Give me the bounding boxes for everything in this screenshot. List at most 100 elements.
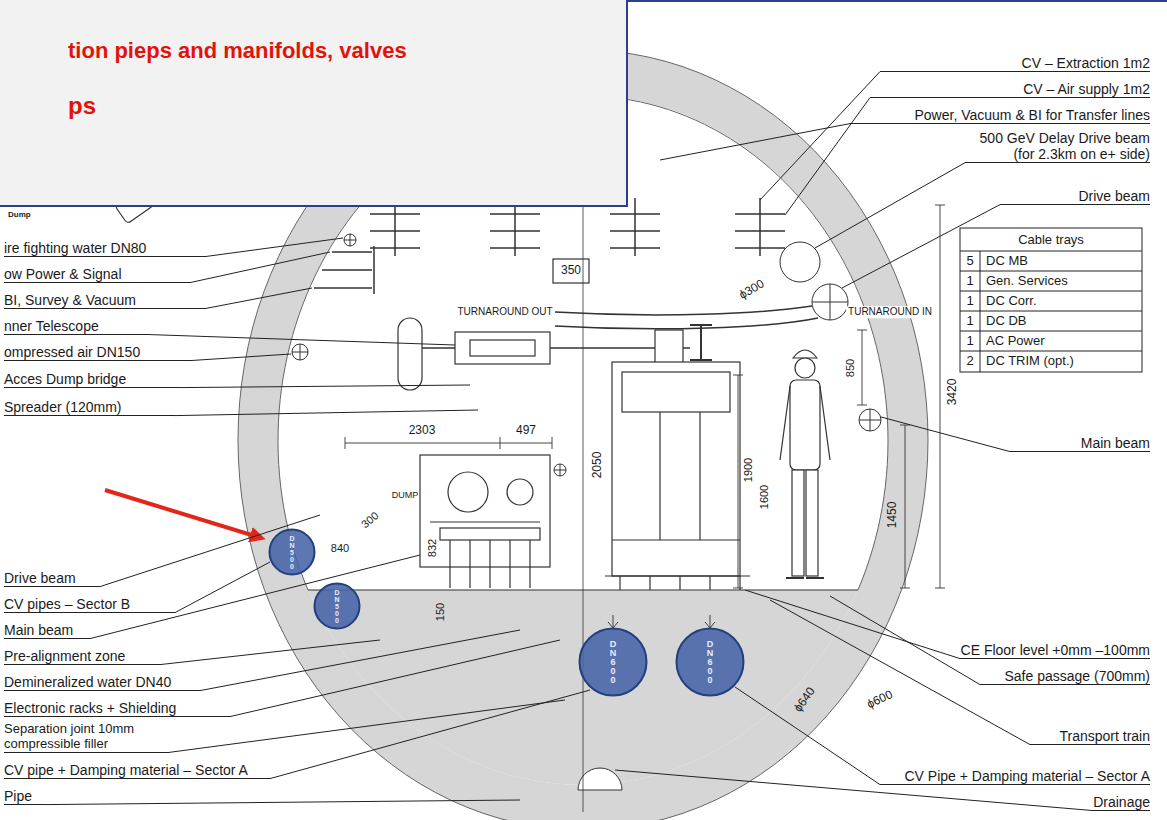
note-panel: tion pieps and manifolds, valves ps: [0, 0, 628, 207]
dimension-label: TURNAROUND IN: [846, 306, 934, 318]
table-cell: 1: [966, 334, 973, 349]
dimension-label: 2050: [591, 452, 605, 479]
callout-label: ire fighting water DN80: [4, 240, 205, 257]
dimension-label: ϕ600: [865, 688, 895, 712]
leader-line: [90, 555, 420, 639]
callout-label: Main beam: [4, 622, 90, 639]
pipe-size-text: DN 500: [289, 535, 295, 570]
leader-line: [830, 596, 980, 685]
machine-outline: [690, 325, 712, 360]
leader-line: [160, 640, 380, 665]
leader-line: [190, 354, 291, 361]
cable-tray-table: [960, 228, 1142, 372]
pipe-symbol: [344, 234, 356, 246]
table-header: Cable trays: [1018, 233, 1084, 248]
panel-text: tion pieps and manifolds, valves: [68, 38, 407, 64]
pipe-symbol: [812, 284, 848, 320]
dimension-line: [900, 425, 910, 588]
leader-line: [205, 288, 312, 309]
cable-tray-table: [960, 251, 1142, 372]
table-cell: DC TRIM (opt.): [986, 354, 1074, 369]
dimension-label: DUMP: [392, 490, 419, 500]
callout-label: Transport train: [1030, 728, 1150, 745]
dimension-label: 840: [331, 542, 349, 555]
machine-outline: [655, 330, 683, 364]
callout-label: CV pipes – Sector B: [4, 596, 175, 613]
dimension-label: 350: [561, 264, 581, 278]
table-cell: 1: [966, 294, 973, 309]
machine-outline: [605, 576, 750, 590]
callout-label: Pipe: [4, 788, 45, 805]
dimension-label: 1450: [886, 502, 900, 529]
person-figure: [806, 470, 818, 576]
table-cell: DC DB: [986, 314, 1026, 329]
dimension-label: 850: [844, 359, 857, 377]
dimension-label: 1600: [758, 485, 771, 509]
dimension-label: 1900: [742, 458, 755, 482]
leader-line: [660, 124, 850, 160]
tunnel-ring: [250, 590, 930, 820]
machine-outline: [398, 259, 750, 590]
panel-text: ps: [68, 92, 96, 120]
leader-line: [785, 98, 870, 215]
dimension-line: [345, 437, 552, 449]
pipe-circle: DN 500: [268, 528, 316, 576]
leader-line: [175, 410, 478, 416]
callout-label: Safe passage (700mm): [980, 668, 1150, 685]
pipe-symbol: [780, 242, 820, 282]
machine-outline: [470, 340, 535, 356]
callout-label: 500 GeV Delay Drive beam (for 2.3km on e…: [965, 130, 1150, 163]
leader-line: [270, 690, 590, 779]
leader-line: [180, 385, 470, 388]
callout-label: Drainage: [1093, 794, 1150, 811]
cable-tray-table: [960, 228, 1142, 372]
callout-label: CV pipe + Damping material – Sector A: [4, 762, 270, 779]
cable-tray: [314, 198, 785, 294]
callout-label: nner Telescope: [4, 318, 150, 335]
pipe-size-text: DN 600: [706, 640, 713, 685]
machine-outline: [507, 479, 533, 505]
callout-label: ow Power & Signal: [4, 266, 190, 283]
pipe-symbol: [344, 234, 356, 246]
callout-label: ompressed air DN150: [4, 344, 190, 361]
beam-line: [422, 347, 455, 349]
person-figure: [780, 350, 830, 578]
callout-label: Spreader (120mm): [4, 399, 175, 416]
leader-line: [169, 700, 565, 752]
leader-line: [842, 205, 1000, 288]
machine-outline: [622, 372, 730, 412]
pipe-circle: DN 600: [578, 627, 648, 697]
dimension-line: [733, 375, 743, 588]
leader-line: [881, 417, 1010, 452]
leader-line: [770, 600, 1030, 745]
person-figure: [780, 386, 830, 460]
machine-outline: [455, 332, 550, 364]
person-figure: [793, 350, 817, 358]
dimension-label: 3420: [946, 379, 960, 406]
callout-label: Electronic racks + Shielding: [4, 700, 230, 717]
table-cell: Gen. Services: [986, 274, 1068, 289]
person-figure: [792, 470, 804, 576]
machine-outline: [612, 412, 740, 540]
callout-label: CV Pipe + Damping material – Sector A: [880, 768, 1150, 785]
leader-line: [745, 590, 960, 659]
pipe-circle: DN 600: [675, 627, 745, 697]
pipe-symbol: [812, 284, 848, 320]
pipe-symbol: [292, 344, 308, 360]
dimension-line: [345, 205, 945, 628]
pipe-symbol: [292, 234, 881, 476]
dimension-label: 832: [426, 539, 439, 557]
dimension-line: [608, 615, 715, 628]
pipe-symbol: [859, 409, 881, 431]
table-cell: 1: [966, 314, 973, 329]
machine-outline: [612, 362, 740, 576]
callout-label: Separation joint 10mm compressible fille…: [4, 722, 169, 753]
table-cell: 1: [966, 274, 973, 289]
dimension-label: TURNAROUND OUT: [458, 306, 553, 318]
cable-tray: [735, 198, 785, 256]
table-cell: 5: [966, 254, 973, 269]
dimension-line: [935, 205, 945, 588]
person-figure: [790, 380, 820, 470]
leader-line: [190, 252, 330, 283]
beam-line: [555, 306, 812, 315]
